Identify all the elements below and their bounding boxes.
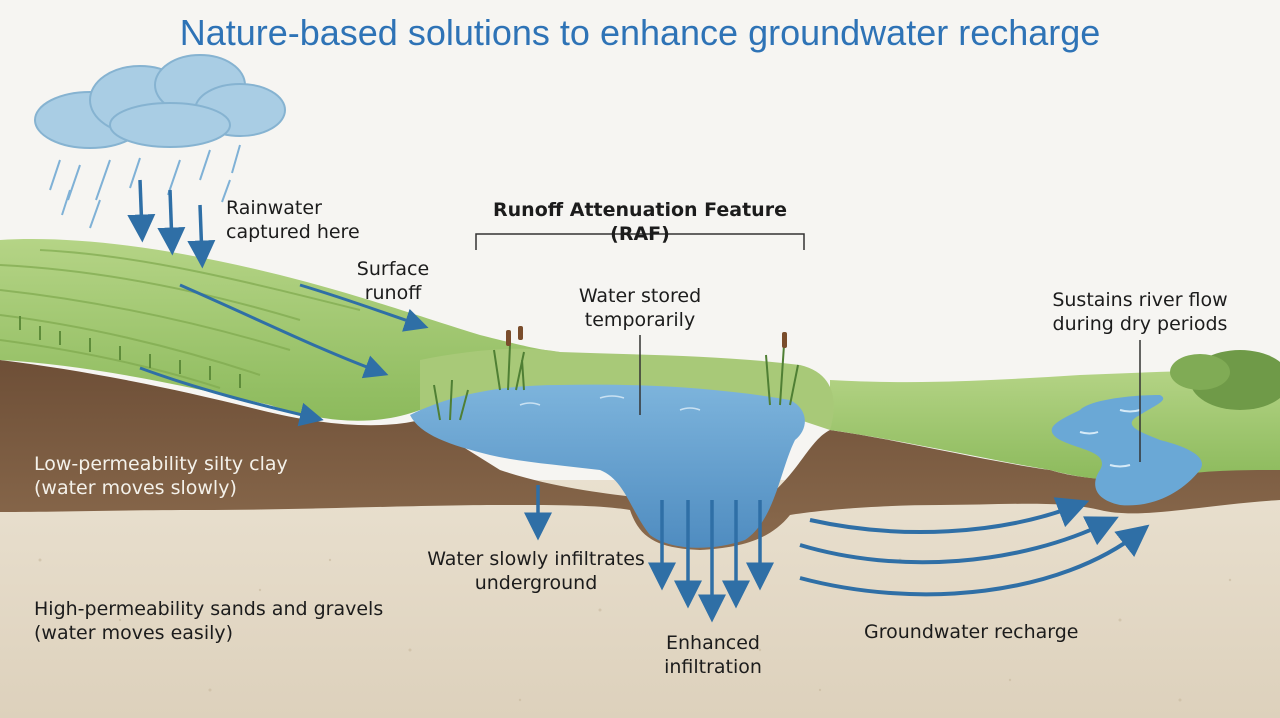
raf-pond (410, 384, 805, 548)
clay-layer (0, 360, 1280, 550)
crop-rows (19, 316, 241, 388)
raf-label: Runoff Attenuation Feature (RAF) (493, 199, 787, 245)
river-ripples (1079, 409, 1141, 468)
field-furrows (0, 249, 361, 389)
rain-cloud (34, 54, 286, 149)
pond-ripples (519, 395, 701, 411)
sustains-river-label: Sustains river flow during dry periods (1052, 289, 1228, 335)
surface-runoff-label: Surface runoff (356, 258, 430, 304)
raf-bracket (475, 233, 805, 250)
enhanced-infiltration-arrows (648, 500, 774, 623)
runoff-arrows (139, 283, 429, 427)
right-shrub-2 (1170, 354, 1230, 390)
silty-clay-label: Low-permeability silty clay (water moves… (34, 453, 288, 499)
sands-gravels-label: High-permeability sands and gravels (wat… (34, 598, 384, 644)
rain-streaks (49, 144, 241, 229)
reeds (433, 344, 799, 421)
rainwater-label: Rainwater captured here (226, 197, 360, 243)
page-title: Nature-based solutions to enhance ground… (179, 12, 1101, 53)
slow-infiltration-label: Water slowly infiltrates underground (427, 548, 645, 594)
river (1051, 395, 1202, 506)
cattails (506, 326, 787, 348)
recharge-arrows (799, 497, 1150, 597)
enhanced-infiltration-label: Enhanced infiltration (664, 632, 762, 678)
groundwater-recharge-label: Groundwater recharge (864, 621, 1079, 643)
water-stored-label: Water stored temporarily (578, 285, 702, 331)
rain-arrows (127, 179, 216, 269)
